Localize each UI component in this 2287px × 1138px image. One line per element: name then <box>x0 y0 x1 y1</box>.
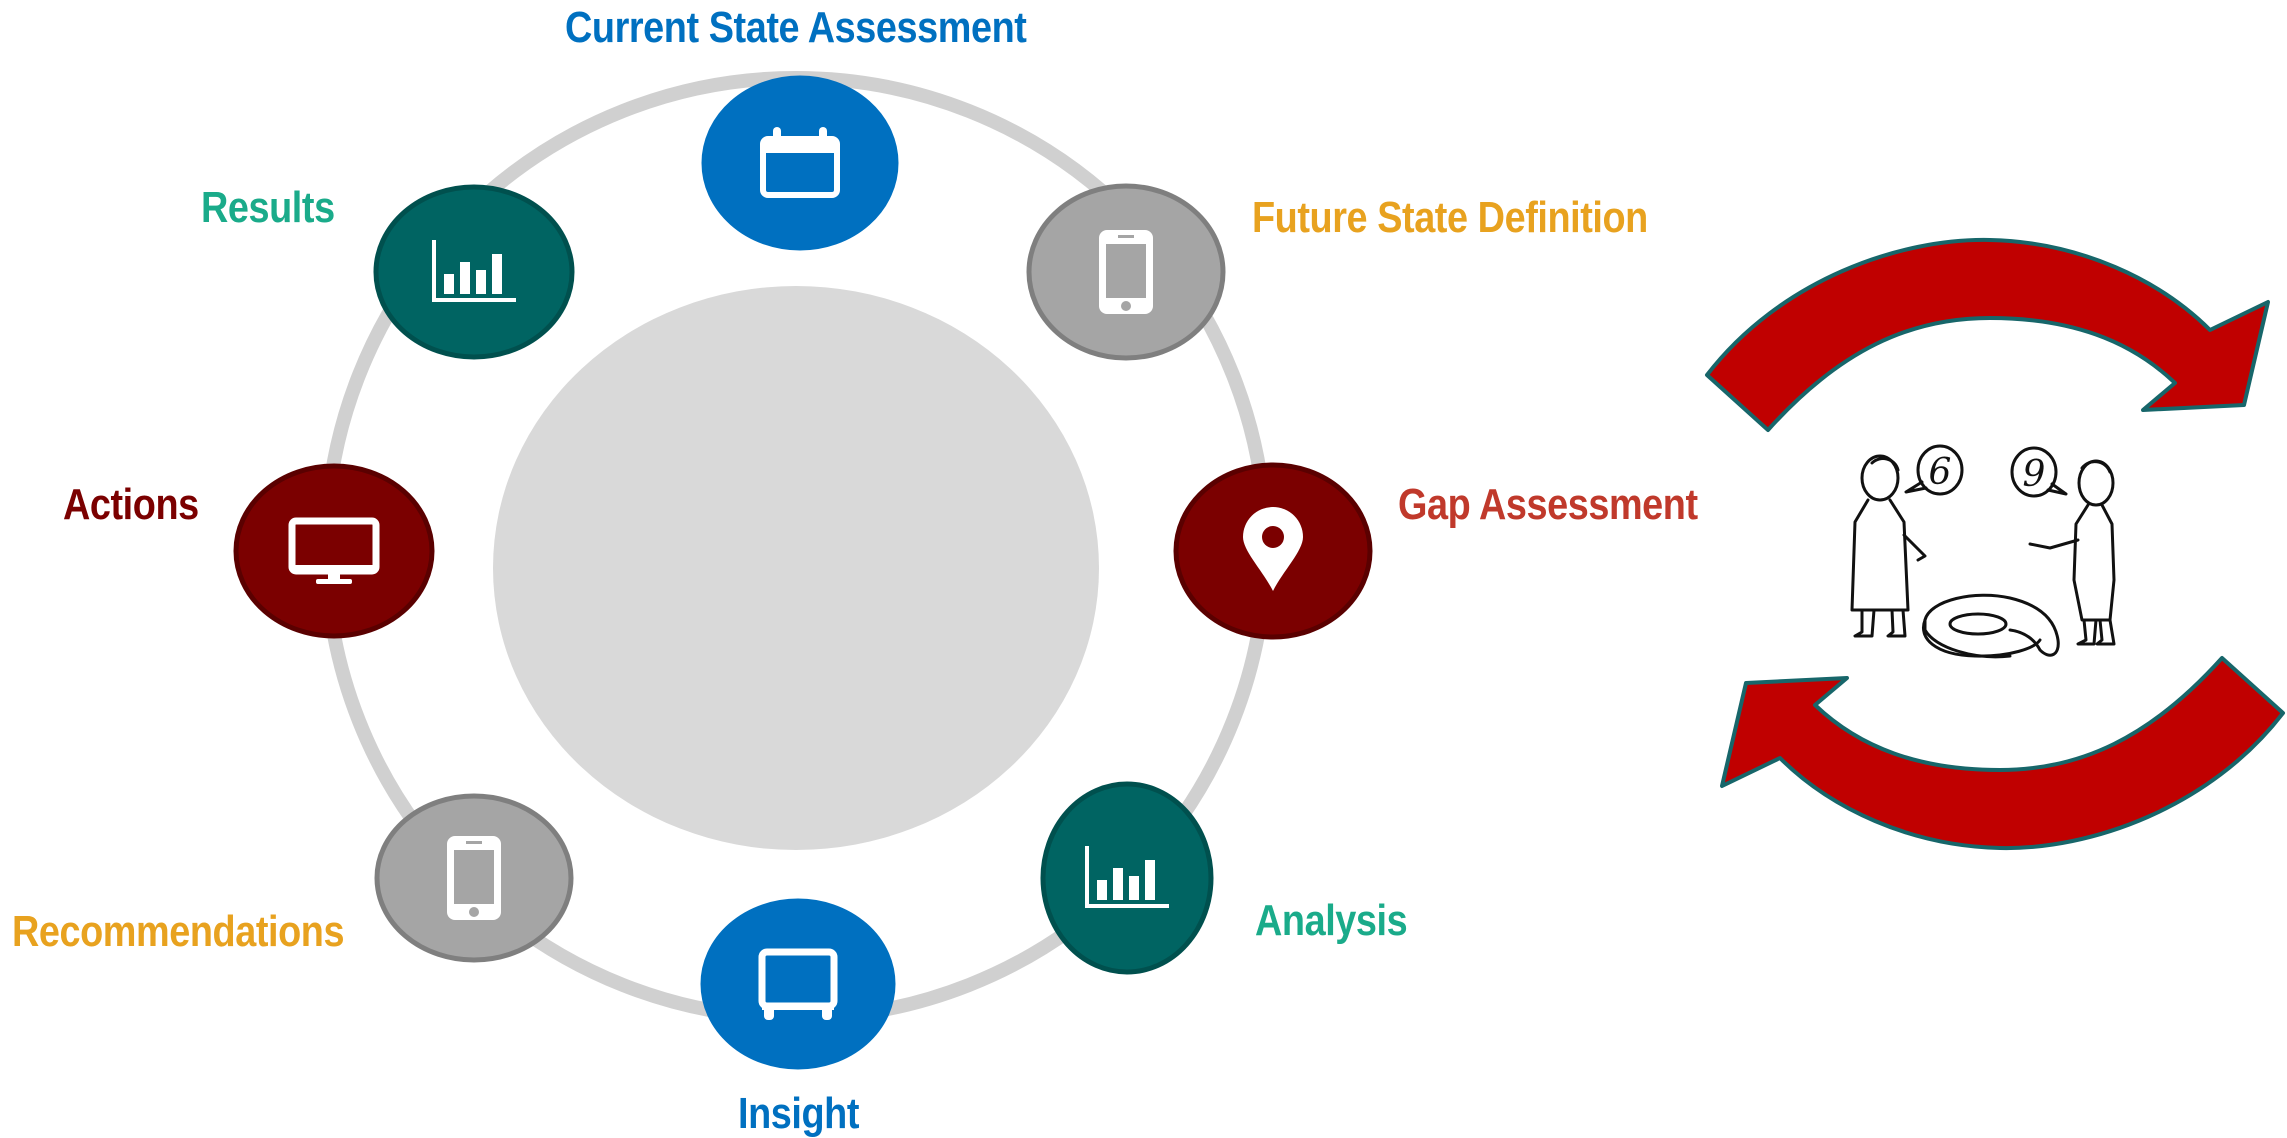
stage-label-gap-assessment: Gap Assessment <box>1398 480 1698 529</box>
stage-label-future-state-definition: Future State Definition <box>1252 193 1648 242</box>
stage-label-insight: Insight <box>738 1089 860 1138</box>
curved-arrow-top <box>1705 237 2270 432</box>
bubble-left-text: 6 <box>1929 452 1952 493</box>
stage-node-results <box>373 184 575 360</box>
stage-circle <box>701 75 899 251</box>
stage-node-gap-assessment <box>1173 462 1373 640</box>
stage-label-analysis: Analysis <box>1255 896 1408 945</box>
stage-node-current-state-assessment <box>701 75 899 251</box>
phone-icon <box>447 836 501 920</box>
stage-circle <box>1040 781 1214 975</box>
map-pin-icon <box>1243 507 1303 591</box>
stage-label-results: Results <box>201 183 335 232</box>
stage-node-insight <box>700 898 896 1070</box>
stage-label-recommendations: Recommendations <box>12 907 345 956</box>
curved-arrow-bottom <box>1720 656 2285 851</box>
stage-node-recommendations <box>374 793 574 963</box>
stage-circle <box>373 184 575 360</box>
bar-chart-icon <box>1085 846 1169 908</box>
monitor-board-icon <box>758 948 838 1020</box>
bar-chart-icon <box>432 240 516 302</box>
stage-circle <box>233 463 435 639</box>
stage-node-analysis <box>1040 781 1214 975</box>
stage-label-actions: Actions <box>63 480 199 529</box>
stage-node-actions <box>233 463 435 639</box>
stage-circle <box>700 898 896 1070</box>
desktop-icon <box>288 517 380 584</box>
center-disc <box>493 286 1099 850</box>
stage-label-current-state-assessment: Current State Assessment <box>565 3 1027 52</box>
refresh-arrows <box>1705 237 2285 851</box>
stage-node-future-state-definition <box>1026 183 1226 361</box>
bubble-right-text: 9 <box>2023 454 2046 495</box>
calendar-icon <box>760 127 840 198</box>
phone-icon <box>1099 230 1153 314</box>
